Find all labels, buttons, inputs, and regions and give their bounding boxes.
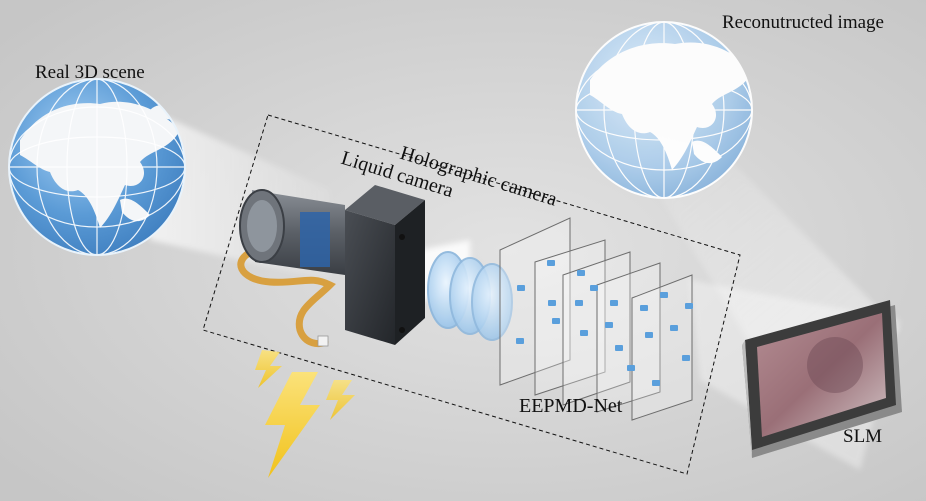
reconstructed-image-label: Reconutructed image bbox=[722, 12, 884, 33]
network-nodes bbox=[516, 260, 693, 386]
globe-icon bbox=[8, 78, 186, 256]
lens-icon bbox=[427, 251, 513, 341]
network-label: EEPMD-Net bbox=[519, 395, 623, 417]
real-scene-label: Real 3D scene bbox=[35, 62, 145, 83]
camera-icon bbox=[239, 185, 425, 345]
globe-icon bbox=[575, 21, 753, 199]
ribbon-cable bbox=[237, 246, 336, 347]
slm-label: SLM bbox=[843, 426, 883, 447]
lightning-bolt-icon bbox=[255, 350, 355, 478]
holographic-camera-box bbox=[202, 114, 741, 475]
monitor-icon bbox=[742, 300, 902, 458]
